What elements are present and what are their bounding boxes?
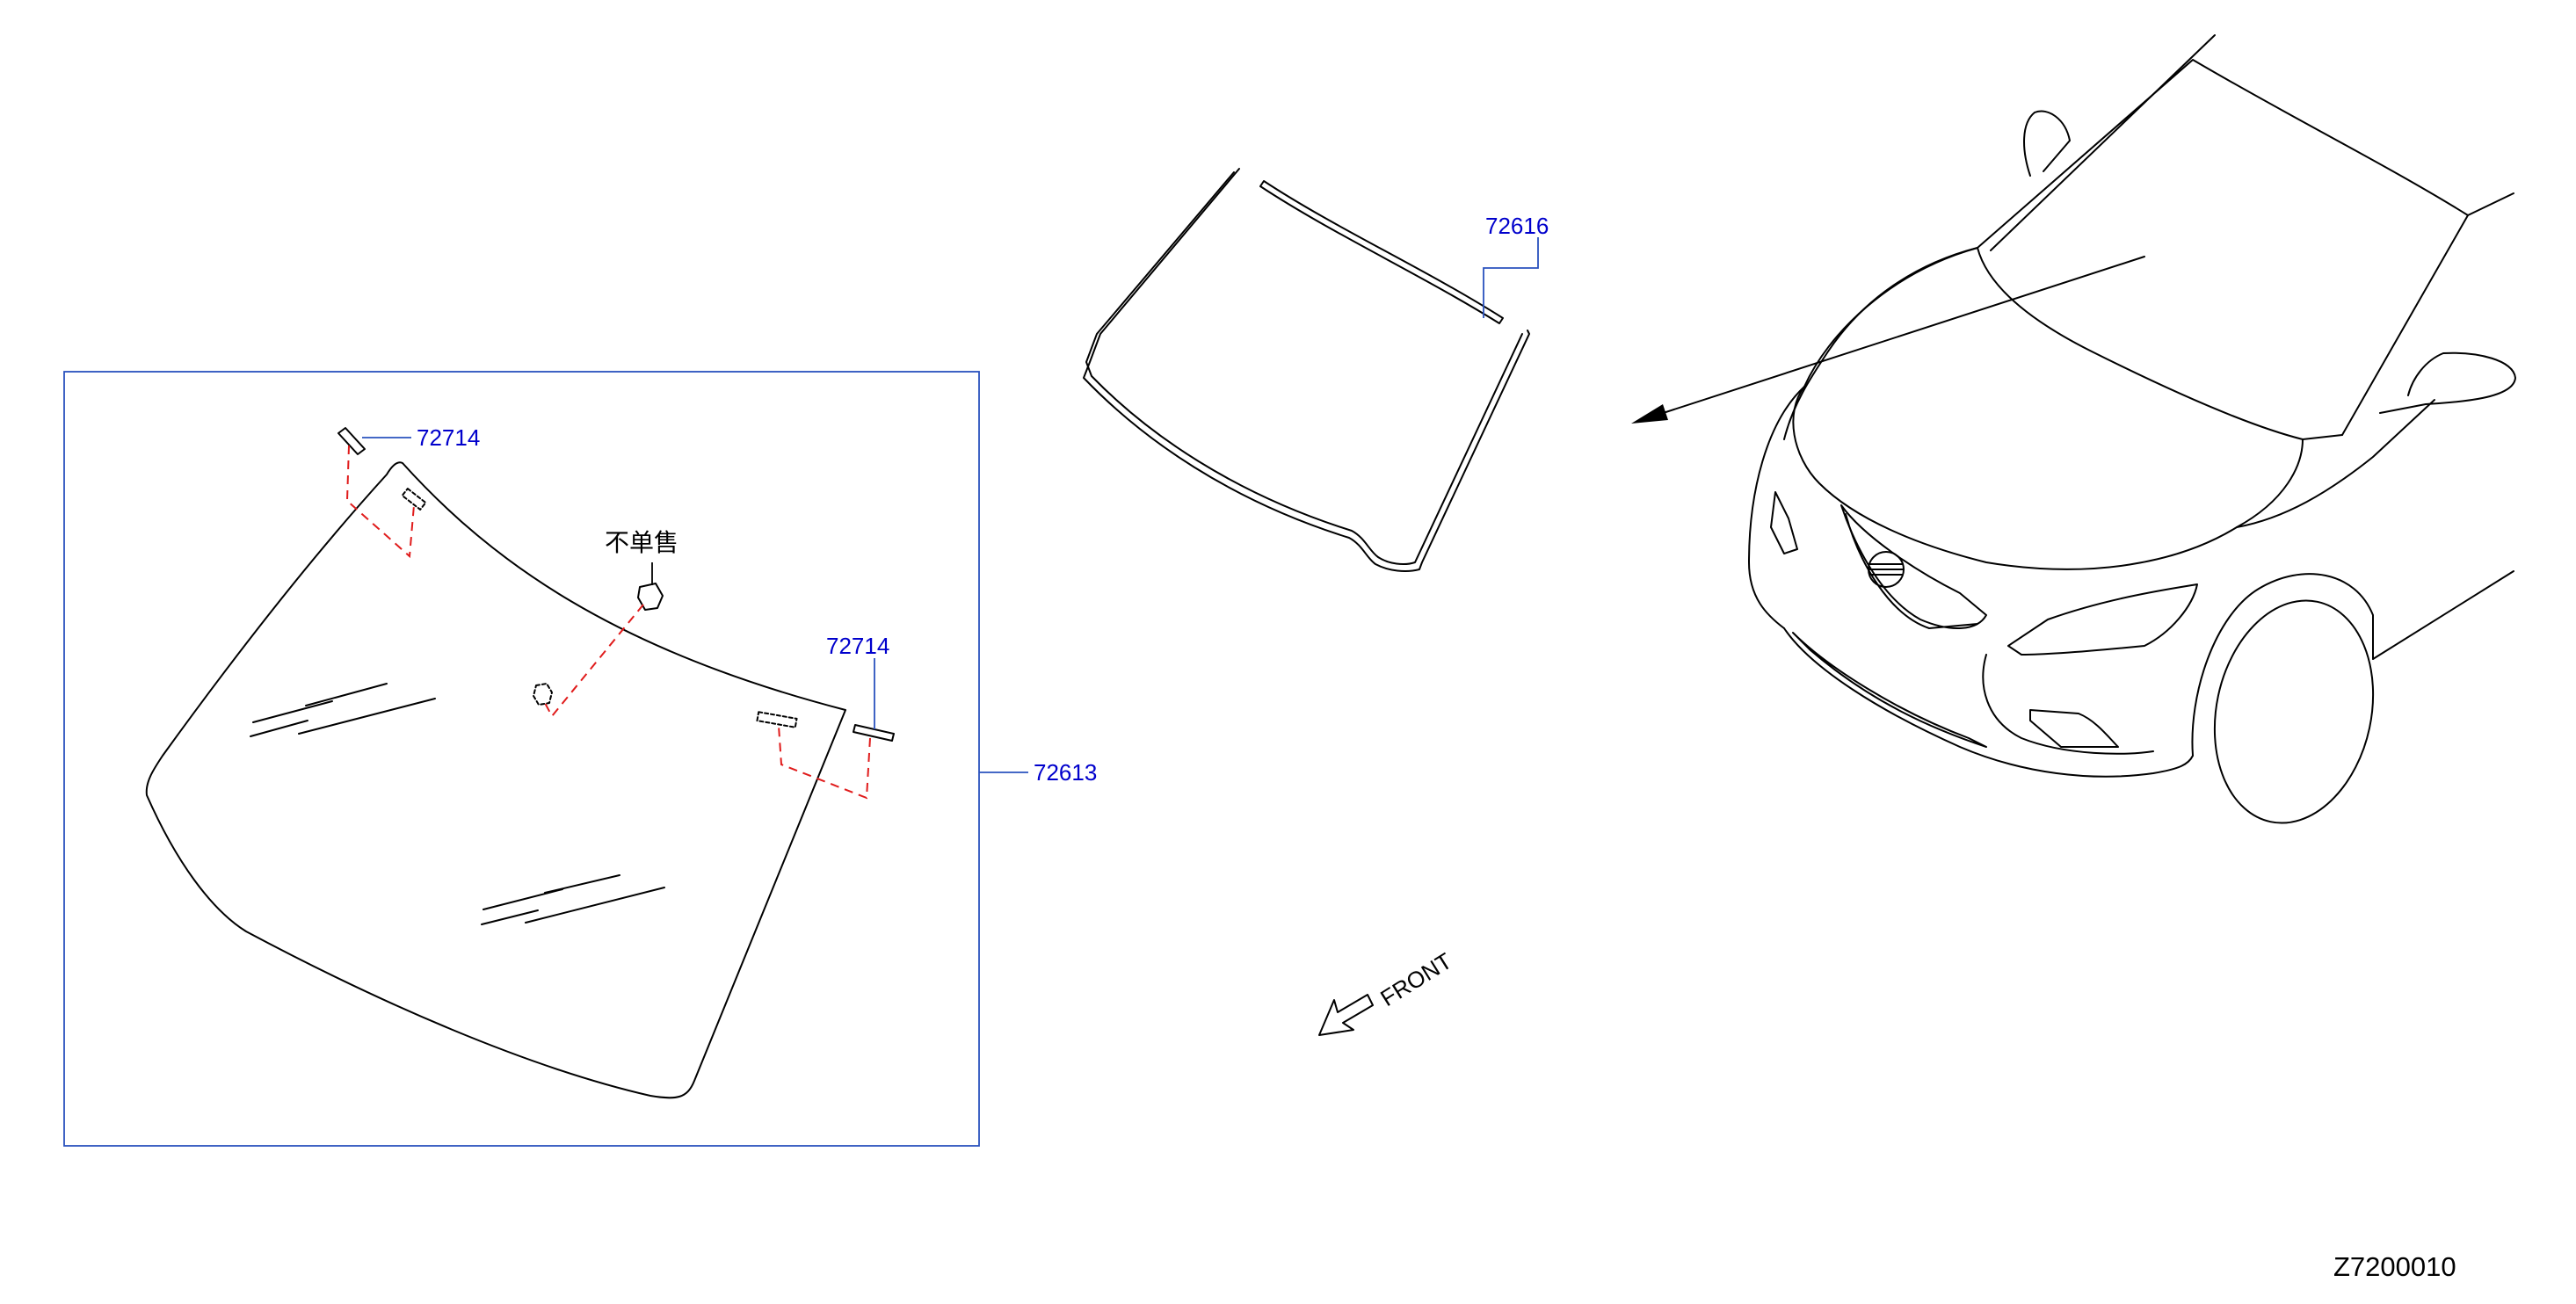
location-arrow — [1631, 256, 2145, 424]
vehicle-mirror-right — [2379, 351, 2516, 414]
callout-72714-right[interactable]: 72714 — [826, 633, 889, 659]
vehicle-windshield-frame — [1977, 59, 2469, 436]
vehicle-roof-right — [2467, 192, 2514, 216]
assembly-frame — [63, 371, 980, 1147]
vehicle-headlight-left — [1770, 491, 1798, 554]
location-arrow-head — [1631, 404, 1668, 424]
mirror-base-location — [533, 683, 553, 706]
vehicle-grille-v — [1845, 513, 1978, 629]
windshield-glass[interactable] — [145, 461, 846, 1099]
vehicle-hood — [1803, 247, 2343, 440]
molding-group: 72616 — [1083, 168, 1549, 572]
leader-mirror-base — [544, 604, 644, 718]
clip-location-left — [401, 488, 427, 511]
front-indicator: FRONT — [1318, 947, 1456, 1036]
vehicle-lower-grille — [1792, 632, 1987, 748]
leader-clip-left — [345, 445, 415, 559]
clip-part-left[interactable] — [337, 427, 366, 455]
clip-location-right — [756, 711, 798, 728]
vehicle-fender-left — [1748, 386, 1805, 629]
vehicle-grille — [1840, 504, 1987, 629]
leader-clip-right — [778, 725, 871, 800]
vehicle-hood-front-edge — [1792, 386, 2304, 570]
molding-side-strip-inner — [1085, 171, 1523, 565]
mirror-base-part[interactable] — [637, 583, 664, 611]
clip-part-right[interactable] — [853, 724, 895, 742]
vehicle-fender-line — [1783, 247, 1978, 440]
callout-72613[interactable]: 72613 — [1034, 759, 1097, 786]
windshield-assembly-group: 72714 72714 72613 不单售 — [63, 371, 1097, 1147]
vehicle-mirror — [2023, 110, 2071, 177]
vehicle-fog-lamp — [2029, 709, 2119, 748]
leader-72616 — [1483, 237, 1539, 318]
glass-reflection-upper — [250, 683, 436, 737]
vehicle-side-line-upper — [2236, 399, 2435, 528]
vehicle-headlight — [2007, 583, 2198, 656]
vehicle-wheel — [2213, 599, 2375, 824]
glass-reflection-lower — [481, 874, 665, 925]
vehicle-bumper-side — [1982, 654, 2154, 755]
drawing-code: Z7200010 — [2333, 1251, 2456, 1282]
molding-top-strip[interactable] — [1259, 180, 1504, 324]
front-arrow-icon — [1318, 994, 1374, 1036]
vehicle-side-line — [2372, 570, 2514, 660]
vehicle-a-pillar — [1990, 34, 2216, 251]
callout-72616[interactable]: 72616 — [1485, 213, 1549, 239]
note-not-sold-separately: 不单售 — [605, 528, 678, 557]
vehicle-wheel-arch — [2191, 573, 2374, 757]
vehicle-bumper — [1783, 627, 2194, 778]
vehicle-front-view — [1748, 34, 2516, 824]
front-label: FRONT — [1375, 947, 1456, 1011]
molding-side-strip[interactable] — [1083, 168, 1530, 572]
callout-72714-left[interactable]: 72714 — [417, 424, 480, 451]
